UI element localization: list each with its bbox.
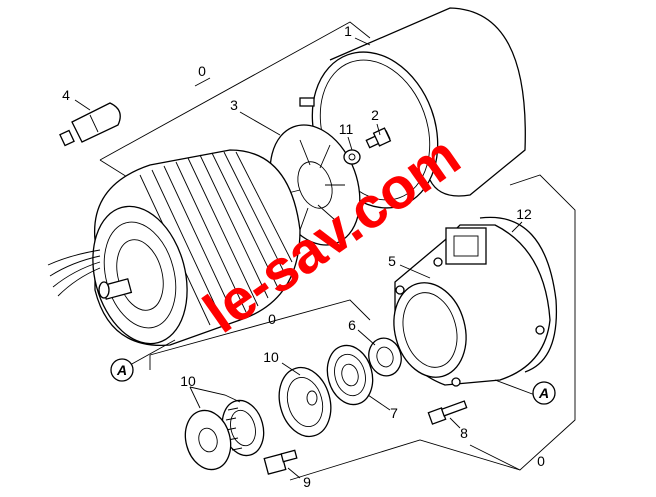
motor-wires — [47, 249, 101, 297]
ball-bearing-7 — [326, 344, 374, 406]
label-3: 3 — [230, 97, 238, 113]
svg-text:A: A — [116, 362, 127, 378]
flange-10-upper — [278, 366, 332, 438]
label-7: 7 — [390, 405, 398, 421]
reference-marker-a-left: A — [110, 339, 176, 382]
thrust-washer-10 — [184, 409, 232, 471]
label-5: 5 — [388, 253, 396, 269]
grease-tube — [59, 102, 121, 147]
gasket-ring-12 — [479, 216, 558, 373]
svg-text:A: A — [538, 385, 549, 401]
label-2: 2 — [371, 107, 379, 123]
gear-housing — [393, 224, 551, 387]
screw-2 — [365, 127, 392, 149]
bolt-9 — [263, 449, 298, 475]
reference-marker-a-right: A — [494, 379, 556, 405]
label-10-lower: 10 — [180, 373, 196, 389]
callout-labels: 0 1 2 3 4 5 6 7 8 9 10 10 11 12 0 0 — [62, 23, 545, 490]
screw-8 — [427, 400, 468, 425]
motor-housing — [299, 7, 526, 209]
label-12: 12 — [516, 206, 532, 222]
seal-ring-6 — [368, 337, 402, 377]
assembly-bracket-right — [469, 174, 576, 471]
assembly-bracket-bottom — [149, 299, 521, 481]
washer-11 — [343, 149, 361, 165]
label-4: 4 — [62, 87, 70, 103]
label-1: 1 — [344, 23, 352, 39]
label-0-middle: 0 — [268, 311, 276, 327]
label-0-top: 0 — [198, 63, 206, 79]
label-6: 6 — [348, 317, 356, 333]
label-11: 11 — [339, 121, 354, 137]
label-0-bottom: 0 — [537, 453, 545, 469]
label-8: 8 — [460, 425, 468, 441]
motor-stator — [92, 149, 301, 347]
label-9: 9 — [303, 474, 311, 490]
label-10-upper: 10 — [263, 349, 279, 365]
leader-lines — [74, 37, 523, 479]
